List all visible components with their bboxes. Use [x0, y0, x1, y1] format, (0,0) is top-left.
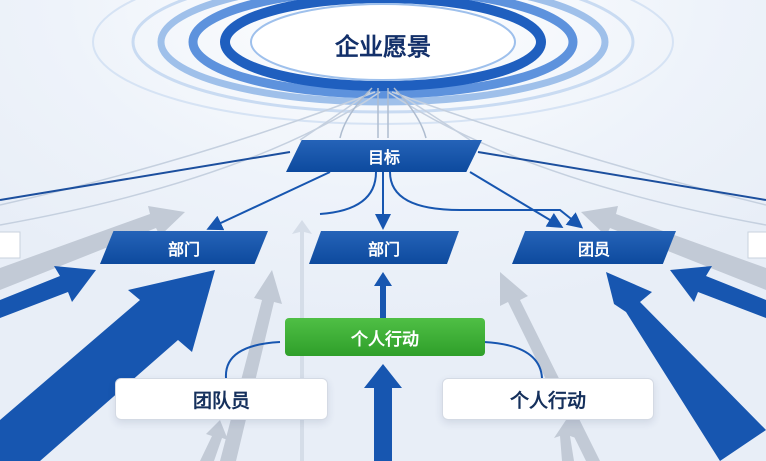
personal-action-card: 个人行动 [442, 378, 654, 420]
vision-rings [92, 0, 674, 125]
blue-arrows [0, 266, 766, 461]
edge-card-right [747, 231, 766, 259]
personal-action-box: 个人行动 [285, 318, 485, 356]
goal-box: 目标 [286, 140, 482, 172]
edge-card-left [0, 231, 21, 259]
edge-connectors [0, 151, 766, 201]
department-box-center: 部门 [309, 231, 459, 264]
department-box-left: 部门 [100, 231, 268, 264]
goal-connectors [206, 171, 584, 379]
team-member-card: 团队员 [115, 378, 328, 420]
vision-rays [339, 87, 427, 139]
vision-title: 企业愿景 [335, 32, 431, 61]
team-box: 团员 [512, 231, 676, 264]
